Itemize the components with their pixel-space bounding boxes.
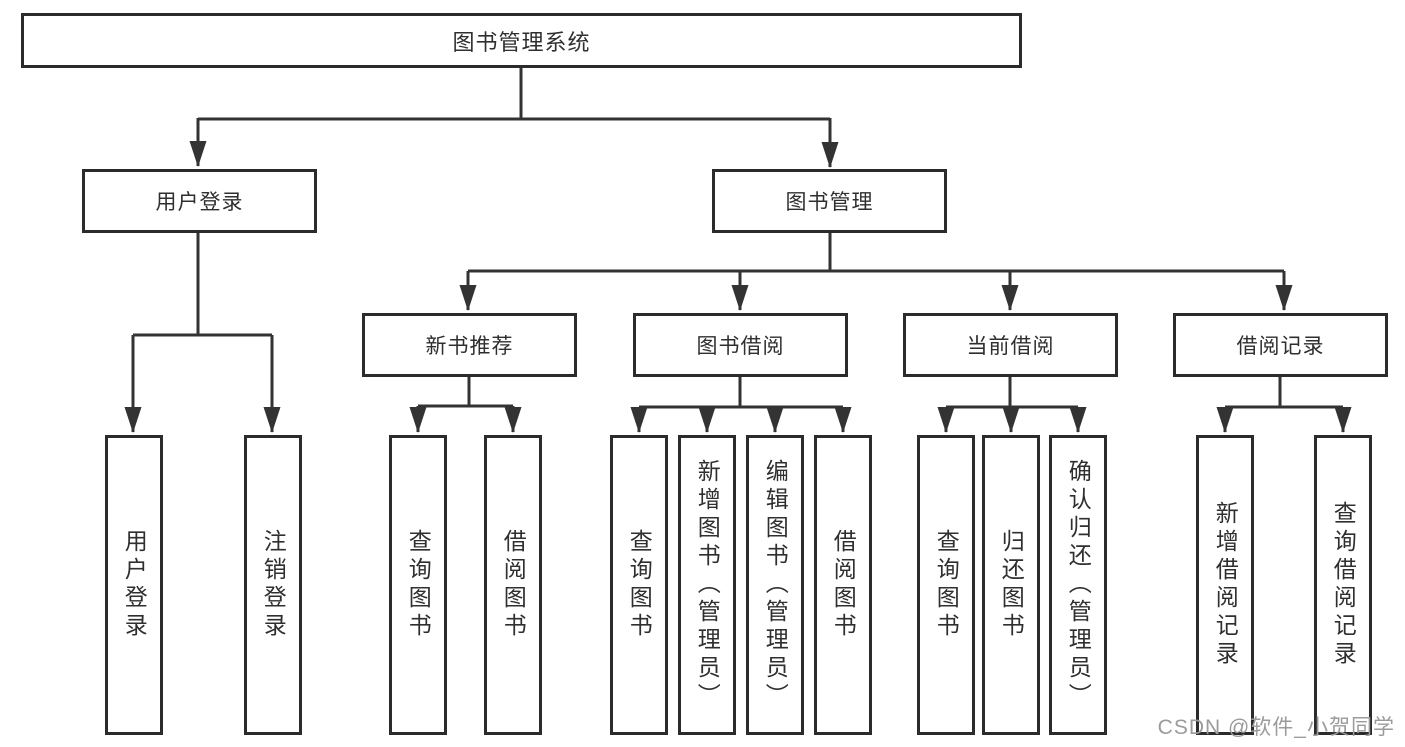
leaf-add-book-admin-label: 新增图书（管理员） [694,459,721,711]
leaf-confirm-return-admin-label: 确认归还（管理员） [1065,459,1092,711]
leaf-current-query-books: 查询图书 [917,435,975,735]
leaf-user-login-label: 用户登录 [121,529,148,641]
leaf-return-books-label: 归还图书 [998,529,1025,641]
leaf-borrow-books-label: 借阅图书 [830,529,857,641]
leaf-current-query-books-label: 查询图书 [933,529,960,641]
node-user-login: 用户登录 [82,169,317,233]
node-root: 图书管理系统 [21,13,1022,68]
node-root-label: 图书管理系统 [452,29,591,55]
leaf-edit-book-admin-label: 编辑图书（管理员） [762,459,789,711]
node-current-borrow: 当前借阅 [903,313,1118,377]
node-new-book-recommend-label: 新书推荐 [425,335,514,358]
leaf-recommend-borrow-books: 借阅图书 [484,435,542,735]
leaf-return-books: 归还图书 [982,435,1040,735]
leaf-logout-label: 注销登录 [260,529,287,641]
leaf-add-borrow-record: 新增借阅记录 [1196,435,1254,735]
node-book-borrow-label: 图书借阅 [696,335,785,358]
node-user-login-label: 用户登录 [155,191,244,214]
leaf-recommend-borrow-books-label: 借阅图书 [500,529,527,641]
node-book-management: 图书管理 [712,169,947,233]
leaf-logout: 注销登录 [244,435,302,735]
leaf-recommend-query-books-label: 查询图书 [405,529,432,641]
leaf-borrow-query-books: 查询图书 [610,435,668,735]
watermark: CSDN @软件_小贺同学 [1157,716,1395,739]
leaf-query-borrow-record-label: 查询借阅记录 [1330,501,1357,669]
node-book-management-label: 图书管理 [785,191,874,214]
node-book-borrow: 图书借阅 [633,313,848,377]
leaf-confirm-return-admin: 确认归还（管理员） [1049,435,1107,735]
leaf-add-book-admin: 新增图书（管理员） [678,435,736,735]
leaf-borrow-books: 借阅图书 [814,435,872,735]
node-borrow-records-label: 借阅记录 [1236,335,1325,358]
node-new-book-recommend: 新书推荐 [362,313,577,377]
leaf-query-borrow-record: 查询借阅记录 [1314,435,1372,735]
leaf-edit-book-admin: 编辑图书（管理员） [746,435,804,735]
leaf-recommend-query-books: 查询图书 [389,435,447,735]
leaf-user-login: 用户登录 [105,435,163,735]
leaf-borrow-query-books-label: 查询图书 [626,529,653,641]
node-current-borrow-label: 当前借阅 [966,335,1055,358]
node-borrow-records: 借阅记录 [1173,313,1388,377]
leaf-add-borrow-record-label: 新增借阅记录 [1212,501,1239,669]
